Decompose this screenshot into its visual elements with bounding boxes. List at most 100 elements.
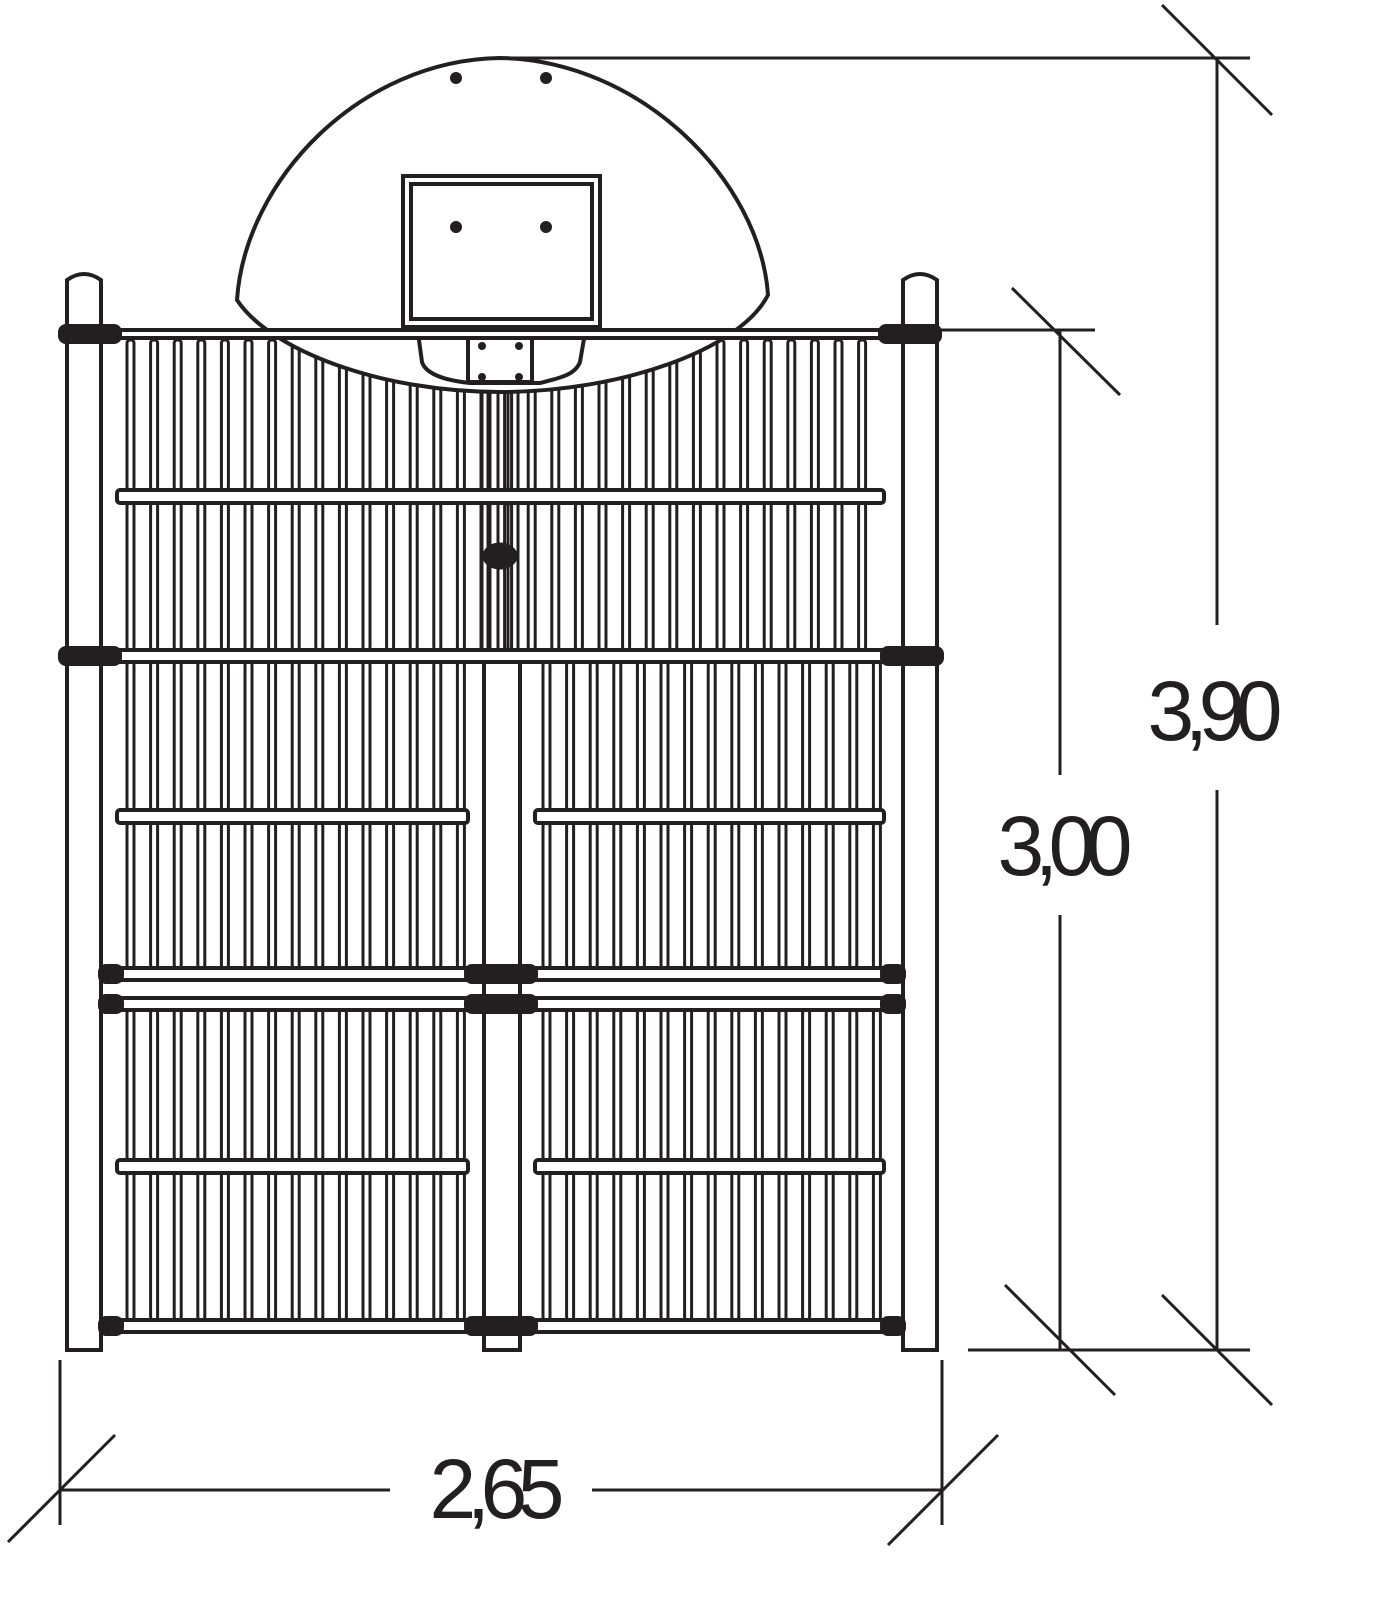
slat — [691, 338, 702, 492]
slat — [565, 660, 576, 812]
slat — [786, 338, 797, 492]
slat — [196, 338, 207, 492]
slat — [848, 660, 859, 812]
slat — [848, 821, 859, 970]
slat — [432, 660, 443, 812]
slat — [753, 660, 764, 812]
slat — [172, 501, 183, 652]
slat — [871, 1170, 882, 1322]
slat — [683, 821, 694, 970]
height-total-label: 3,90 — [1148, 664, 1283, 758]
clamp — [880, 994, 906, 1014]
slat — [541, 1008, 552, 1162]
slat — [753, 1170, 764, 1322]
rail — [115, 808, 470, 825]
bolt — [540, 221, 552, 233]
slat — [635, 660, 646, 812]
clamp — [880, 964, 906, 984]
slat — [290, 1170, 301, 1322]
slat — [706, 821, 717, 970]
rail — [115, 1158, 470, 1175]
slat — [267, 1008, 278, 1162]
slat — [314, 821, 325, 970]
slat — [219, 1170, 230, 1322]
slat — [455, 660, 466, 812]
slat — [659, 1170, 670, 1322]
slat — [314, 1008, 325, 1162]
left-post — [65, 272, 103, 1352]
slat — [172, 821, 183, 970]
slat — [314, 501, 325, 652]
clamp — [464, 964, 538, 984]
slat — [753, 1008, 764, 1162]
slat — [314, 338, 325, 492]
slat — [432, 501, 443, 652]
slat — [219, 338, 230, 492]
slat — [612, 821, 623, 970]
slat — [644, 501, 655, 652]
slat — [762, 338, 773, 492]
slat — [848, 1170, 859, 1322]
slat — [408, 501, 419, 652]
slat — [267, 821, 278, 970]
slat — [824, 1170, 835, 1322]
slat — [824, 821, 835, 970]
slat — [125, 1170, 136, 1322]
slat — [565, 1008, 576, 1162]
rail — [533, 808, 886, 825]
slat — [691, 501, 702, 652]
slat — [432, 821, 443, 970]
slat — [172, 1008, 183, 1162]
slat — [196, 821, 207, 970]
slat — [125, 338, 136, 492]
target-square — [401, 174, 602, 329]
slat — [786, 501, 797, 652]
slat — [196, 660, 207, 812]
clamp — [98, 964, 124, 984]
bolt — [450, 72, 462, 84]
slat — [290, 501, 301, 652]
slat — [337, 1008, 348, 1162]
slat — [455, 1170, 466, 1322]
slat — [385, 660, 396, 812]
slat — [196, 1008, 207, 1162]
clamp — [878, 324, 942, 344]
slat — [588, 1170, 599, 1322]
slat — [526, 501, 537, 652]
bolt — [450, 221, 462, 233]
slat — [801, 1008, 812, 1162]
slat — [801, 660, 812, 812]
slat — [337, 821, 348, 970]
slat — [290, 660, 301, 812]
slat — [267, 338, 278, 492]
slat — [715, 338, 726, 492]
slat — [777, 660, 788, 812]
slat — [753, 821, 764, 970]
slat — [314, 660, 325, 812]
clamp — [880, 646, 944, 666]
slat — [337, 660, 348, 812]
slat — [267, 501, 278, 652]
slat — [541, 821, 552, 970]
slat — [621, 501, 632, 652]
slat — [612, 660, 623, 812]
slat — [588, 660, 599, 812]
slat — [361, 501, 372, 652]
slat — [149, 1170, 160, 1322]
slat — [149, 1008, 160, 1162]
slat — [149, 821, 160, 970]
slat — [730, 1008, 741, 1162]
slat — [290, 338, 301, 492]
slat — [730, 1170, 741, 1322]
slat — [125, 660, 136, 812]
slat — [541, 1170, 552, 1322]
slat — [149, 338, 160, 492]
slat — [149, 501, 160, 652]
slat — [219, 660, 230, 812]
slat — [361, 1170, 372, 1322]
slat — [290, 1008, 301, 1162]
slat — [385, 1008, 396, 1162]
slat — [777, 1008, 788, 1162]
target-square-inner — [409, 182, 594, 321]
